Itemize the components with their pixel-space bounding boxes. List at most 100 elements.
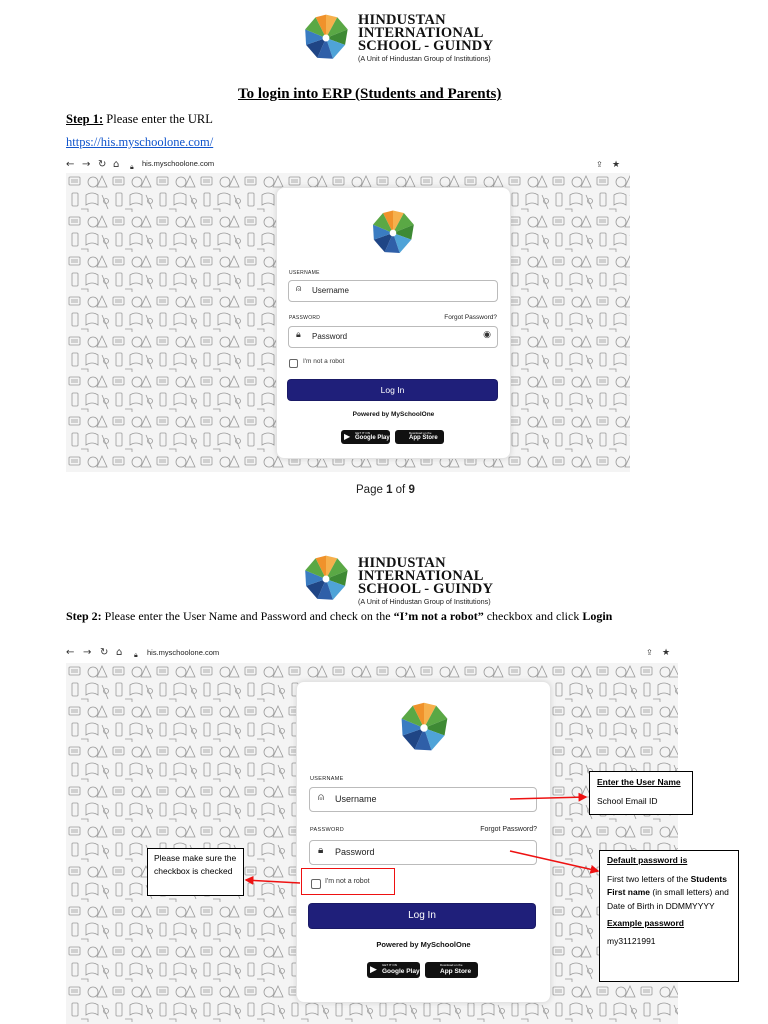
- google-play-badge[interactable]: ▶ GET IT ON Google Play: [341, 430, 390, 444]
- step-2-text: Step 2: Please enter the User Name and P…: [66, 609, 612, 624]
- google-play-text: Google Play: [355, 435, 390, 441]
- page-label: Page: [356, 484, 387, 496]
- password-note-body-a: First two letters of the: [607, 873, 691, 884]
- step-1-label: Step 1:: [66, 112, 104, 126]
- password-placeholder: Password: [312, 332, 348, 341]
- username-label: USERNAME: [289, 270, 320, 276]
- app-store-badge[interactable]: Download on the App Store: [395, 430, 444, 444]
- app-store-small-text: Download on the: [409, 431, 432, 435]
- password-note-body-b: (in small letters) and Date of Birth in …: [607, 887, 729, 911]
- eye-icon[interactable]: ◉: [483, 330, 491, 340]
- reload-icon[interactable]: ↻: [98, 159, 107, 170]
- user-icon: ⍝: [318, 792, 324, 803]
- play-store-icon: ▶: [370, 965, 377, 975]
- address-bar[interactable]: his.myschoolone.com: [147, 648, 220, 657]
- login-card: USERNAME ⍝ Username PASSWORD Forgot Pass…: [276, 187, 511, 459]
- reload-icon[interactable]: ↻: [100, 647, 109, 658]
- password-note-title: Default password is: [607, 855, 688, 865]
- powered-by-text: Powered by MySchoolOne: [376, 940, 471, 949]
- school-name-line2: INTERNATIONAL: [358, 568, 484, 584]
- browser-screenshot-1: ← → ↻ ⌂ 🔒︎ his.myschoolone.com ⇪ ★ USERN…: [66, 157, 630, 472]
- password-label: PASSWORD: [289, 315, 321, 321]
- page-total: 9: [408, 484, 415, 496]
- home-icon[interactable]: ⌂: [116, 647, 123, 658]
- bookmark-star-icon[interactable]: ★: [662, 648, 671, 658]
- school-name: HINDUSTAN INTERNATIONAL SCHOOL - GUINDY: [358, 555, 494, 597]
- checkbox-note-text: Please make sure the checkbox is checked: [154, 853, 237, 876]
- example-password-title: Example password: [607, 918, 685, 928]
- forward-arrow-icon[interactable]: →: [82, 159, 91, 170]
- username-arrow: [509, 792, 588, 802]
- password-placeholder: Password: [335, 847, 375, 857]
- step-2-instruction-b: checkbox and click: [483, 609, 583, 623]
- checkbox-note: Please make sure the checkbox is checked: [147, 848, 244, 896]
- username-input[interactable]: ⍝ Username: [309, 787, 537, 812]
- back-arrow-icon[interactable]: ←: [66, 647, 75, 658]
- login-button[interactable]: Log In: [309, 904, 535, 928]
- password-arrow: [509, 850, 600, 874]
- step-2-instruction-a: Please enter the User Name and Password …: [101, 609, 394, 623]
- play-store-icon: ▶: [344, 432, 351, 441]
- password-label: PASSWORD: [310, 827, 345, 833]
- home-icon[interactable]: ⌂: [113, 159, 120, 170]
- document-title: To login into ERP (Students and Parents): [238, 86, 502, 102]
- app-store-badge[interactable]: Download on the App Store: [425, 962, 478, 978]
- step-1-text: Step 1: Please enter the URL: [66, 112, 213, 127]
- school-name-line3: SCHOOL - GUINDY: [358, 581, 494, 597]
- forgot-password-link[interactable]: Forgot Password?: [480, 826, 537, 833]
- password-input[interactable]: 🔒︎ Password ◉: [288, 326, 498, 348]
- forgot-password-link[interactable]: Forgot Password?: [444, 314, 497, 321]
- school-subtitle: (A Unit of Hindustan Group of Institutio…: [358, 597, 491, 606]
- step-2-login: Login: [582, 609, 613, 623]
- google-play-small-text: GET IT ON: [355, 431, 370, 435]
- school-name-line2: INTERNATIONAL: [358, 25, 484, 41]
- app-store-text: App Store: [409, 435, 438, 441]
- username-placeholder: Username: [335, 794, 377, 804]
- login-button[interactable]: Log In: [288, 380, 497, 400]
- password-input[interactable]: 🔒︎ Password: [309, 840, 537, 865]
- username-input[interactable]: ⍝ Username: [288, 280, 498, 302]
- school-subtitle: (A Unit of Hindustan Group of Institutio…: [358, 54, 491, 63]
- example-password-value: my31121991: [607, 935, 656, 946]
- robot-checkbox-label: I'm not a robot: [325, 878, 370, 885]
- robot-checkbox[interactable]: [311, 879, 321, 889]
- robot-checkbox[interactable]: [289, 359, 298, 368]
- step-2-quote: “I’m not a robot”: [393, 609, 484, 623]
- username-note-body: School Email ID: [597, 796, 658, 806]
- lock-icon: 🔒︎: [134, 651, 138, 659]
- username-note-title: Enter the User Name: [597, 777, 681, 787]
- bookmark-star-icon[interactable]: ★: [612, 160, 621, 170]
- google-play-badge[interactable]: ▶ GET IT ON Google Play: [367, 962, 420, 978]
- checkbox-arrow: [244, 875, 301, 885]
- lock-icon: 🔒︎: [130, 163, 134, 171]
- erp-url-link[interactable]: https://his.myschoolone.com/: [66, 135, 214, 149]
- forward-arrow-icon[interactable]: →: [83, 647, 92, 658]
- password-note-body: First two letters of the Students First …: [607, 873, 731, 914]
- school-name-line3: SCHOOL - GUINDY: [358, 38, 494, 54]
- padlock-icon: 🔒︎: [296, 330, 301, 340]
- address-bar[interactable]: his.myschoolone.com: [142, 159, 215, 168]
- share-icon[interactable]: ⇪: [646, 648, 653, 657]
- page-of: of: [392, 484, 409, 496]
- login-card: USERNAME ⍝ Username PASSWORD Forgot Pass…: [296, 681, 551, 1003]
- username-placeholder: Username: [312, 286, 349, 295]
- school-name-line1: HINDUSTAN: [358, 555, 446, 571]
- google-play-small-text: GET IT ON: [382, 963, 397, 967]
- share-icon[interactable]: ⇪: [596, 160, 603, 169]
- app-store-text: App Store: [440, 968, 472, 975]
- browser-toolbar: ← → ↻ ⌂ 🔒︎ his.myschoolone.com ⇪ ★: [66, 157, 630, 173]
- google-play-text: Google Play: [382, 968, 420, 975]
- step-2-label: Step 2:: [66, 609, 102, 623]
- page-number: Page 1 of 9: [356, 484, 415, 496]
- password-note-body-bold: Students First name: [607, 873, 727, 898]
- app-store-small-text: Download on the: [440, 963, 463, 967]
- checkbox-highlight-box: [301, 868, 395, 895]
- robot-checkbox-label: I'm not a robot: [303, 358, 345, 365]
- username-note: Enter the User Name School Email ID: [589, 771, 693, 815]
- padlock-icon: 🔒︎: [318, 845, 324, 856]
- browser-screenshot-2: ← → ↻ ⌂ 🔒︎ his.myschoolone.com ⇪ ★ USERN…: [66, 645, 678, 1024]
- username-label: USERNAME: [310, 776, 344, 782]
- back-arrow-icon[interactable]: ←: [66, 159, 75, 170]
- password-note: Default password is First two letters of…: [599, 850, 739, 982]
